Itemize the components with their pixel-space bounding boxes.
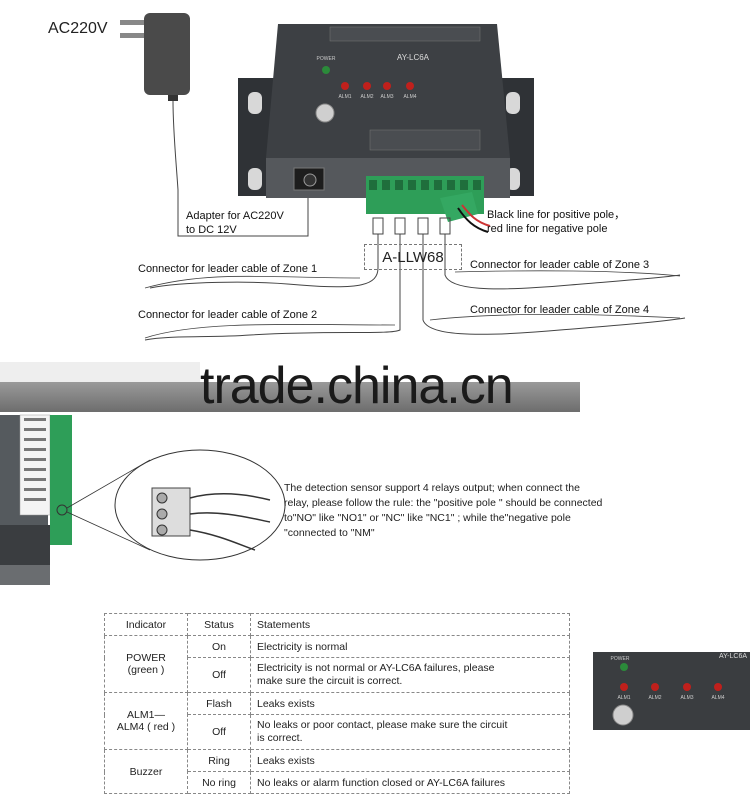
polarity-line-1: Black line for positive pole，: [487, 209, 626, 221]
closeup-model-label: AY-LC6A: [719, 653, 747, 660]
alm-led-icon: [620, 683, 628, 691]
device-model-label: AY-LC6A: [397, 53, 430, 62]
watermark-text: trade.china.cn: [200, 357, 514, 415]
indicator-buzzer: Buzzer: [104, 749, 188, 794]
panel-closeup: POWER ALM1 ALM2 ALM3 ALM4 AY-LC6A: [593, 652, 750, 730]
table-row: ALM1— ALM4 ( red ) Flash Leaks exists: [104, 692, 570, 750]
statement-cell: No leaks or alarm function closed or AY-…: [250, 771, 570, 794]
statement-cell: No leaks or poor contact, please make su…: [250, 714, 570, 750]
closeup-alm1-label: ALM1: [617, 695, 630, 701]
table-row: POWER (green ) On Electricity is normal: [104, 635, 570, 693]
status-cell: Flash: [187, 692, 251, 715]
ac220v-label: AC220V: [48, 20, 108, 37]
adapter-line-2: to DC 12V: [186, 224, 237, 236]
closeup-alm3-label: ALM3: [680, 695, 693, 701]
statement-line: make sure the circuit is correct.: [257, 675, 403, 687]
watermark-band: [0, 382, 580, 412]
indicator-alm: ALM1— ALM4 ( red ): [104, 692, 188, 750]
header-status: Status: [187, 613, 251, 636]
device-alm4-label: ALM4: [403, 94, 416, 100]
status-cell: Off: [187, 714, 251, 750]
polarity-note: Black line for positive pole， red line f…: [487, 208, 625, 236]
terminal-block: [366, 176, 491, 233]
indicator-table: Indicator Status Statements POWER (green…: [104, 613, 570, 794]
buzzer-button-icon: [612, 704, 634, 726]
polarity-line-2: red line for negative pole: [487, 223, 608, 235]
connector-markers: [144, 217, 686, 341]
power-adapter: [120, 13, 309, 237]
statement-line: is correct.: [257, 732, 303, 744]
model-label: A-LLW68: [364, 244, 462, 270]
indicator-power: POWER (green ): [104, 635, 188, 693]
header-indicator: Indicator: [104, 613, 188, 636]
statement-cell: Electricity is normal: [250, 635, 570, 658]
zone-4-label: Connector for leader cable of Zone 4: [470, 304, 650, 316]
statement-cell: Leaks exists: [250, 692, 570, 715]
status-cell: Off: [187, 657, 251, 693]
indicator-alm-line-1: ALM1—: [127, 709, 165, 721]
statement-line: Electricity is not normal or AY-LC6A fai…: [257, 662, 495, 674]
table-row: Off No leaks or poor contact, please mak…: [105, 714, 570, 750]
closeup-alm4-label: ALM4: [711, 695, 724, 701]
adapter-note: Adapter for AC220V to DC 12V: [186, 209, 284, 237]
indicator-power-line-2: (green ): [127, 664, 165, 676]
zone-1-label: Connector for leader cable of Zone 1: [138, 263, 318, 275]
watermark-band-light: [0, 362, 200, 382]
device-power-label: POWER: [317, 56, 336, 62]
status-cell: On: [187, 635, 251, 658]
relay-note: The detection sensor support 4 relays ou…: [284, 482, 603, 539]
zone-3-label: Connector for leader cable of Zone 3: [470, 259, 650, 271]
table-row: No ring No leaks or alarm function close…: [105, 771, 570, 794]
wiring-diagram: AY-LC6A POWER ALM1 ALM2 ALM3 ALM4: [120, 13, 686, 341]
alm-led-icon: [651, 683, 659, 691]
alm-led-icon: [714, 683, 722, 691]
statement-line: No leaks or poor contact, please make su…: [257, 719, 508, 731]
closeup-power-label: POWER: [611, 656, 630, 662]
header-statements: Statements: [250, 613, 570, 636]
detector-unit: [266, 24, 510, 198]
zone-2-label: Connector for leader cable of Zone 2: [138, 309, 318, 321]
indicator-power-line-1: POWER: [126, 652, 166, 664]
closeup-alm2-label: ALM2: [648, 695, 661, 701]
statement-cell: Electricity is not normal or AY-LC6A fai…: [250, 657, 570, 693]
relay-detail: [0, 414, 286, 585]
table-row: Buzzer Ring Leaks exists: [104, 749, 570, 794]
status-cell: No ring: [187, 771, 251, 794]
statement-cell: Leaks exists: [250, 749, 570, 772]
indicator-alm-line-2: ALM4 ( red ): [116, 721, 176, 733]
alm-led-icon: [683, 683, 691, 691]
device-alm3-label: ALM3: [380, 94, 393, 100]
device-alm1-label: ALM1: [338, 94, 351, 100]
device-alm2-label: ALM2: [360, 94, 373, 100]
table-row: Off Electricity is not normal or AY-LC6A…: [105, 657, 570, 693]
power-led-icon: [620, 663, 628, 671]
table-header-row: Indicator Status Statements: [104, 613, 570, 636]
status-cell: Ring: [187, 749, 251, 772]
adapter-line-1: Adapter for AC220V: [186, 210, 284, 222]
